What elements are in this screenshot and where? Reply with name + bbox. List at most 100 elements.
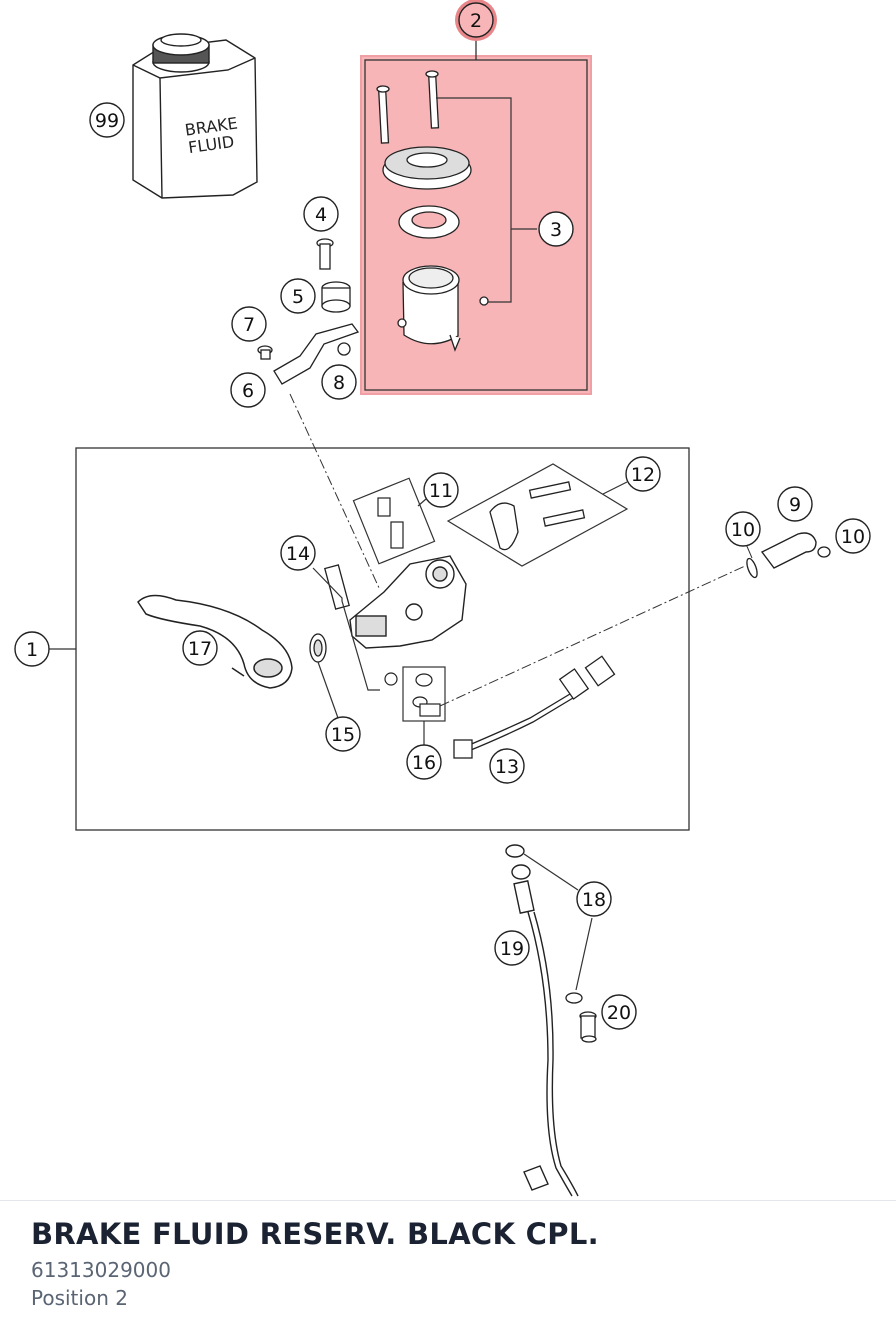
callout-label: 20 <box>607 1002 631 1024</box>
callout-label: 4 <box>315 204 327 226</box>
callout-3[interactable]: 3 <box>538 211 574 247</box>
callout-18[interactable]: 18 <box>576 881 612 917</box>
callout-circle <box>406 744 442 780</box>
callout-16[interactable]: 16 <box>406 744 442 780</box>
callout-label: 6 <box>242 380 254 402</box>
callout-8[interactable]: 8 <box>321 364 357 400</box>
callout-6[interactable]: 6 <box>230 372 266 408</box>
clamp-part-12[interactable] <box>489 481 586 551</box>
callout-label: 5 <box>292 286 304 308</box>
callout-label: 18 <box>582 889 606 911</box>
callout-circle <box>321 364 357 400</box>
callout-13[interactable]: 13 <box>489 748 525 784</box>
pin-part-14[interactable] <box>324 564 350 610</box>
callout-circle <box>423 472 459 508</box>
callout-12[interactable]: 12 <box>625 456 661 492</box>
washer-part-18[interactable] <box>565 992 583 1004</box>
group-frame-part-1 <box>75 447 690 831</box>
nut-part-8[interactable] <box>337 342 351 356</box>
callout-label: 3 <box>550 219 562 241</box>
brake-hose-part-19[interactable] <box>505 844 579 1197</box>
callout-10b[interactable]: 10 <box>835 518 871 554</box>
callout-label: 99 <box>95 110 119 132</box>
fitting-part-11[interactable] <box>377 497 404 549</box>
callout-label: 9 <box>789 494 801 516</box>
group-frame-part-12 <box>446 463 629 567</box>
bracket-part-6[interactable] <box>273 323 360 385</box>
callout-4[interactable]: 4 <box>303 196 339 232</box>
grommet-part-5[interactable] <box>321 281 351 313</box>
clamp-part-10a[interactable] <box>745 557 759 579</box>
callout-11[interactable]: 11 <box>423 472 459 508</box>
bushing-part-15[interactable] <box>309 633 327 663</box>
callout-circle <box>231 306 267 342</box>
part-number: 61313029000 <box>31 1258 171 1282</box>
callout-20[interactable]: 20 <box>601 994 637 1030</box>
callout-7[interactable]: 7 <box>231 306 267 342</box>
centerline-hose <box>439 565 746 707</box>
callout-17[interactable]: 17 <box>182 630 218 666</box>
callout-circle <box>494 930 530 966</box>
part-position: Position 2 <box>31 1286 128 1310</box>
callout-label: 8 <box>333 372 345 394</box>
washer-part-14[interactable] <box>384 672 398 686</box>
callout-label: 16 <box>412 752 436 774</box>
leader-11 <box>417 498 427 507</box>
callout-label: 15 <box>331 724 355 746</box>
callout-circle <box>280 535 316 571</box>
callout-99[interactable]: 99 <box>89 102 125 138</box>
callout-1[interactable]: 1 <box>14 631 50 667</box>
reservoir-assembly[interactable] <box>376 70 489 352</box>
callout-circle <box>625 456 661 492</box>
callout-circle <box>576 881 612 917</box>
part-info-panel: BRAKE FLUID RESERV. BLACK CPL. 613130290… <box>0 1200 896 1336</box>
screw-part-4[interactable] <box>316 238 334 270</box>
callout-label: 17 <box>188 638 212 660</box>
callout-circle <box>489 748 525 784</box>
switch-part-16[interactable] <box>412 673 441 717</box>
callout-label: 10 <box>731 519 755 541</box>
brake-fluid-bottle[interactable] <box>132 33 258 199</box>
callout-5[interactable]: 5 <box>280 278 316 314</box>
callout-circle <box>182 630 218 666</box>
callout-label: 1 <box>26 639 38 661</box>
callout-label: 12 <box>631 464 655 486</box>
exploded-parts-diagram: BRAKE FLUID <box>14 0 871 1197</box>
hose-part-9[interactable] <box>760 532 817 569</box>
callout-circle <box>89 102 125 138</box>
callout-2[interactable]: 2 <box>455 0 497 41</box>
leader-12 <box>602 481 628 495</box>
clamp-part-10b[interactable] <box>817 546 831 558</box>
callout-label: 19 <box>500 938 524 960</box>
callout-label: 11 <box>429 480 453 502</box>
callout-layer: 99 2 3 4 5 7 6 8 11 12 9 10 10 14 1 17 15 16 13 18 19 20 <box>14 0 871 1030</box>
switch-cable-part-13[interactable] <box>453 655 616 759</box>
callout-label: 13 <box>495 756 519 778</box>
leader-15 <box>317 661 339 719</box>
callout-14[interactable]: 14 <box>280 535 316 571</box>
callout-10a[interactable]: 10 <box>725 511 761 547</box>
callout-label: 7 <box>243 314 255 336</box>
leader-3-lines <box>436 97 537 303</box>
callout-circle <box>14 631 50 667</box>
callout-label: 2 <box>470 10 482 32</box>
callout-circle <box>458 2 494 38</box>
part-title: BRAKE FLUID RESERV. BLACK CPL. <box>31 1217 599 1251</box>
screw-part-7[interactable] <box>257 345 273 360</box>
group-frame-part-11 <box>352 477 436 565</box>
lever-part-17[interactable] <box>137 594 293 689</box>
callout-19[interactable]: 19 <box>494 930 530 966</box>
master-cylinder-body[interactable] <box>349 555 467 649</box>
bleeder-part-20[interactable] <box>579 1011 597 1043</box>
callout-label: 14 <box>286 543 310 565</box>
callout-circle <box>325 716 361 752</box>
callout-circle <box>725 511 761 547</box>
callout-15[interactable]: 15 <box>325 716 361 752</box>
callout-circle <box>280 278 316 314</box>
callout-circle <box>777 486 813 522</box>
callout-9[interactable]: 9 <box>777 486 813 522</box>
leader-14 <box>312 567 380 691</box>
callout-label: 10 <box>841 526 865 548</box>
callout-circle <box>835 518 871 554</box>
callout-circle <box>230 372 266 408</box>
